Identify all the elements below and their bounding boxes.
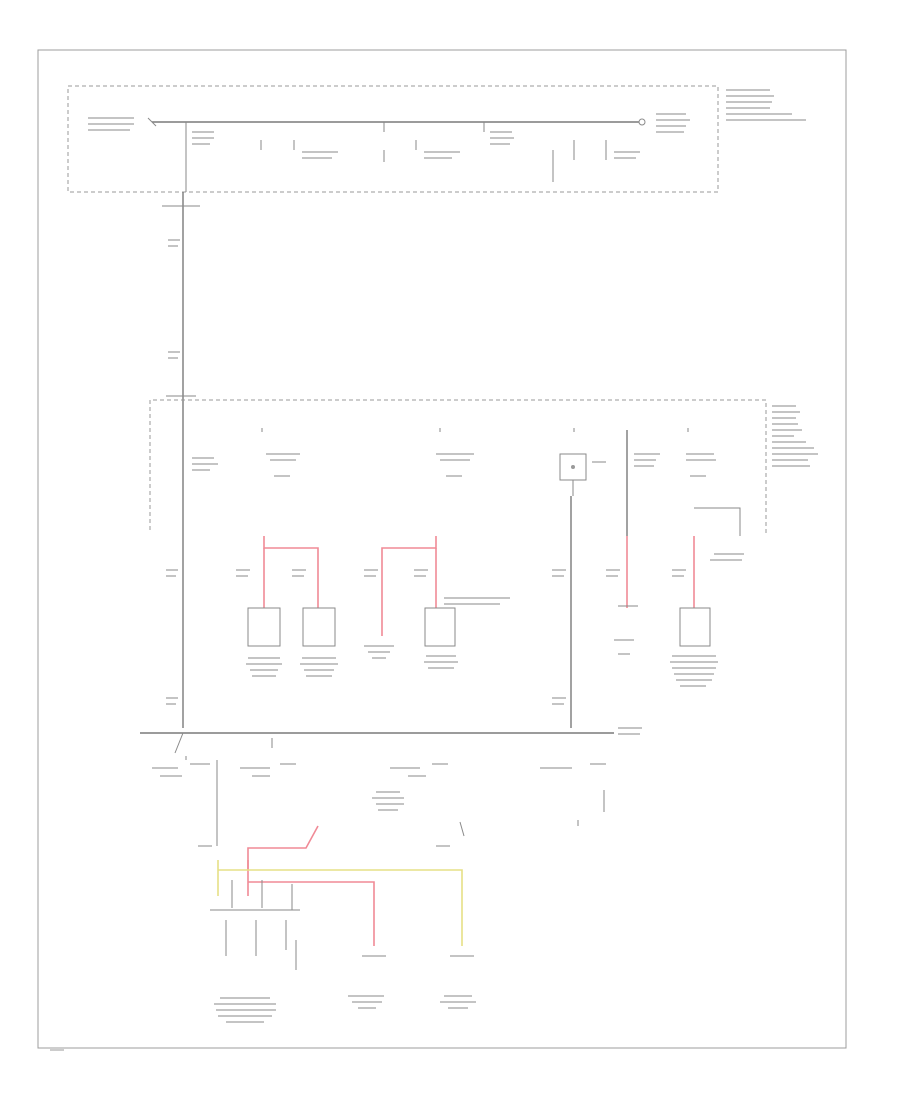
bottom-harness	[198, 821, 476, 1023]
ground-bus	[140, 727, 642, 846]
main-feed-wire	[162, 192, 200, 536]
middle-fuse-block	[149, 399, 818, 536]
outer-frame	[37, 49, 847, 1049]
ground-circuits	[166, 496, 744, 728]
top-fuse-block	[67, 85, 806, 193]
